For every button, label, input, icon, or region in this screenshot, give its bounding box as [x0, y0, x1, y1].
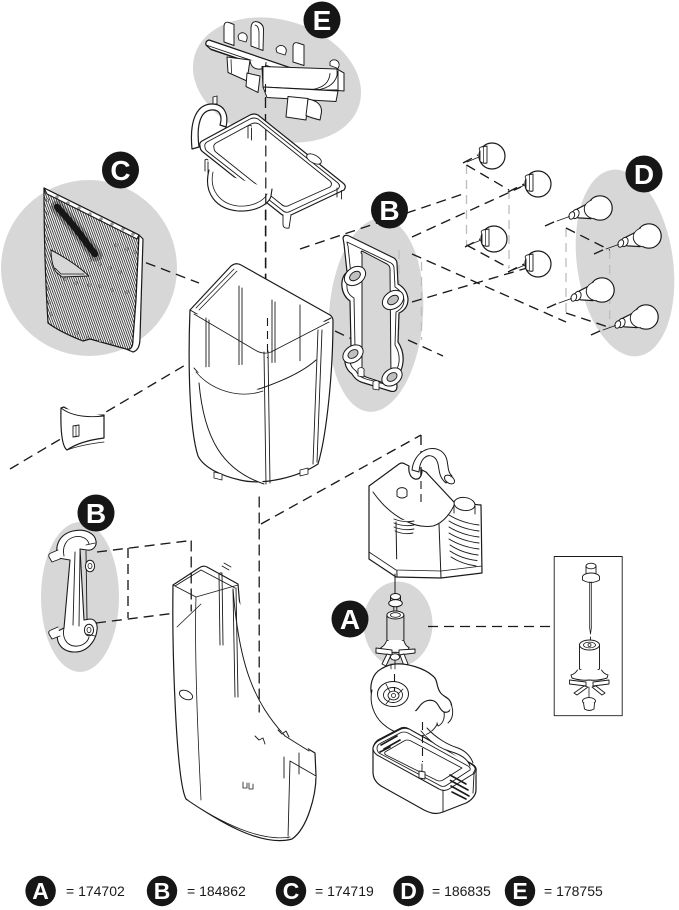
svg-text:B: B [86, 498, 106, 529]
svg-text:E: E [512, 878, 527, 904]
svg-text:B: B [154, 878, 171, 904]
svg-text:= 174719: = 174719 [315, 883, 374, 899]
svg-text:D: D [400, 878, 417, 904]
svg-text:C: C [283, 878, 300, 904]
svg-text:E: E [313, 5, 332, 36]
svg-text:= 184862: = 184862 [187, 883, 246, 899]
svg-text:A: A [340, 604, 360, 635]
svg-text:= 174702: = 174702 [66, 883, 125, 899]
svg-text:= 186835: = 186835 [432, 883, 491, 899]
svg-text:B: B [379, 195, 399, 226]
svg-text:= 178755: = 178755 [544, 883, 603, 899]
svg-text:D: D [634, 159, 654, 190]
svg-text:C: C [110, 155, 130, 186]
svg-text:A: A [32, 878, 49, 904]
